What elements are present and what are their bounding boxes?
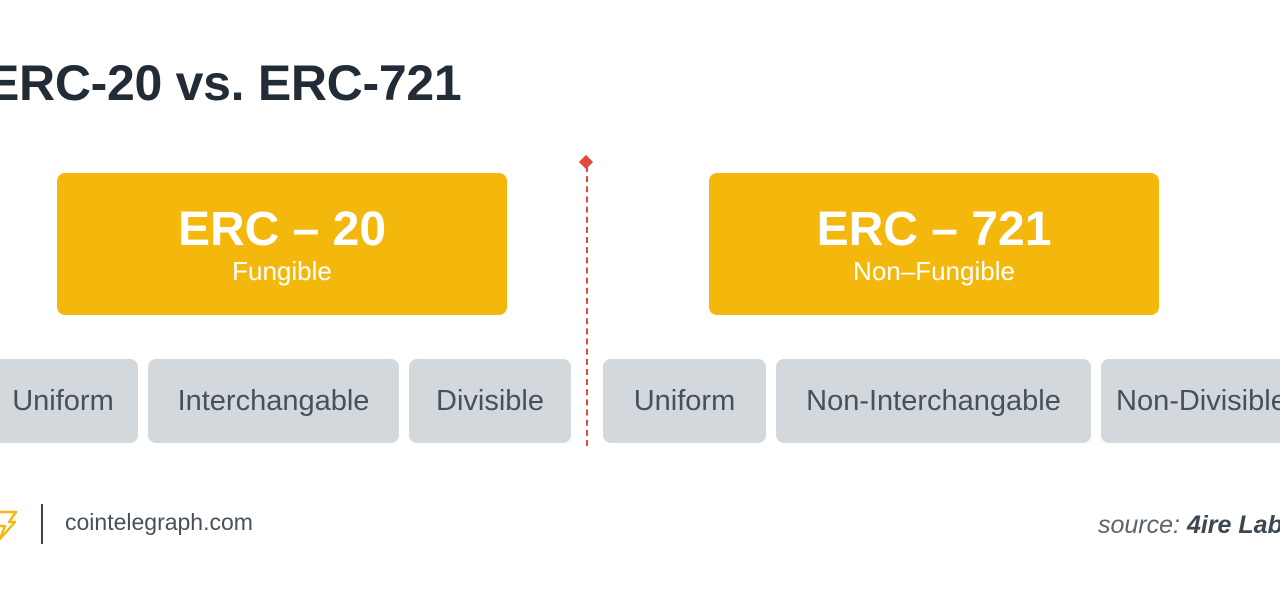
site-name: cointelegraph.com — [65, 509, 253, 535]
erc20-property-uniform: Uniform — [0, 359, 138, 443]
lightning-bolt-icon — [0, 510, 18, 541]
erc721-subheading: Non–Fungible — [853, 256, 1015, 286]
center-divider — [586, 166, 588, 446]
divider-diamond-icon — [578, 154, 594, 170]
erc20-property-interchangable: Interchangable — [148, 359, 399, 443]
erc20-property-divisible: Divisible — [409, 359, 571, 443]
erc20-heading: ERC – 20 — [177, 203, 387, 256]
erc721-property-uniform: Uniform — [603, 359, 766, 443]
page-title: ERC-20 vs. ERC-721 — [0, 55, 462, 111]
erc20-subheading: Fungible — [232, 256, 332, 286]
source-label: source: — [1098, 511, 1180, 539]
erc20-header-box: ERC – 20 Fungible — [57, 173, 507, 315]
source-name: 4ire Labs — [1186, 511, 1280, 539]
erc721-property-non-divisible: Non-Divisible — [1101, 359, 1280, 443]
erc721-heading: ERC – 721 — [816, 203, 1052, 256]
footer-separator — [41, 504, 43, 544]
source-credit: source: 4ire Labs — [1098, 509, 1280, 541]
erc721-header-box: ERC – 721 Non–Fungible — [709, 173, 1159, 315]
erc721-property-non-interchangable: Non-Interchangable — [776, 359, 1091, 443]
